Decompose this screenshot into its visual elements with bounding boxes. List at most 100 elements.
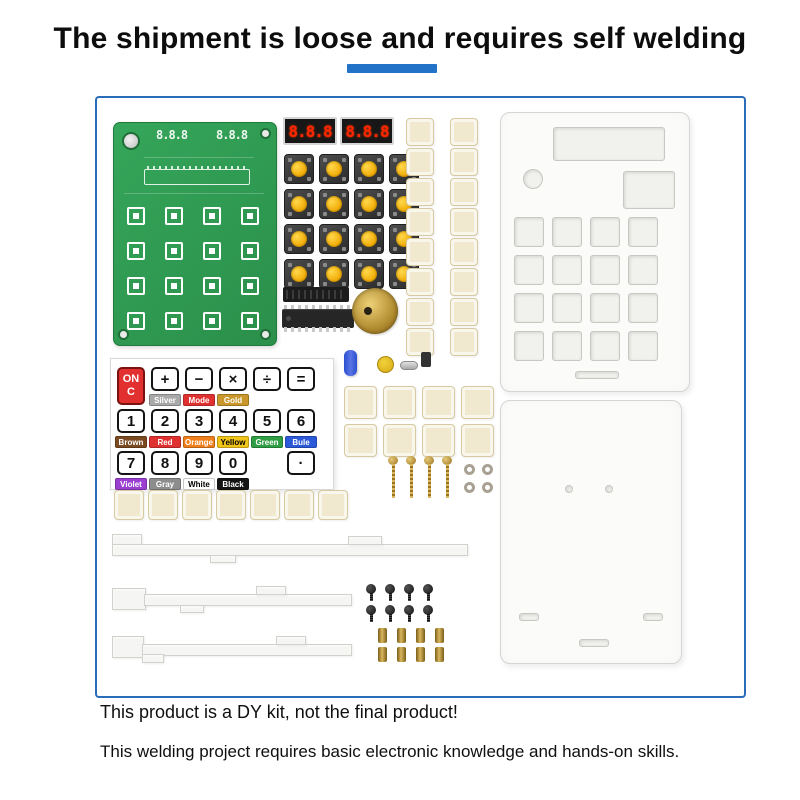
pcb-keypad-pad-grid bbox=[127, 207, 259, 330]
machine-screw-set bbox=[388, 456, 452, 500]
pcb-key-pad bbox=[203, 207, 221, 225]
on-label: ON bbox=[122, 373, 140, 385]
title-underline-bar bbox=[347, 64, 437, 73]
case-slot bbox=[643, 613, 663, 621]
sticker-digit-key: 9 bbox=[185, 451, 213, 475]
pcb-key-pad bbox=[127, 277, 145, 295]
sticker-color-label: White bbox=[183, 478, 215, 490]
plastic-bracket bbox=[112, 588, 146, 610]
keycap bbox=[406, 298, 434, 326]
case-key-hole bbox=[552, 331, 582, 361]
case-key-hole bbox=[590, 331, 620, 361]
case-key-hole bbox=[514, 255, 544, 285]
sticker-operator-key: − bbox=[185, 367, 213, 391]
buzzer bbox=[352, 288, 398, 334]
keycap-set-middle bbox=[344, 386, 494, 457]
case-key-hole bbox=[514, 331, 544, 361]
sticker-color-label: Yellow bbox=[217, 436, 249, 448]
sticker-operator-key: = bbox=[287, 367, 315, 391]
case-key-hole bbox=[552, 255, 582, 285]
c-label: C bbox=[127, 386, 135, 398]
sticker-color-label: Brown bbox=[115, 436, 147, 448]
keypad-hole-grid bbox=[514, 217, 658, 361]
small-black-screw bbox=[385, 584, 395, 601]
sticker-key-on-c: ON C bbox=[117, 367, 145, 405]
tactile-switch-button bbox=[284, 154, 314, 184]
plastic-bracket bbox=[142, 644, 352, 656]
sticker-digit-key: · bbox=[287, 451, 315, 475]
plastic-bracket bbox=[180, 605, 204, 613]
footer-note-2: This welding project requires basic elec… bbox=[100, 742, 680, 761]
pcb-trace bbox=[144, 157, 254, 158]
brass-standoff bbox=[397, 628, 406, 643]
keycap-set-bottom bbox=[114, 490, 348, 520]
sticker-color-label: Bule bbox=[285, 436, 317, 448]
led-display-module-right: 8.8.8 bbox=[340, 117, 394, 145]
brass-standoff bbox=[378, 628, 387, 643]
footer-note-1: This product is a DY kit, not the final … bbox=[100, 702, 458, 722]
keycap bbox=[450, 328, 478, 356]
sticker-digit-key: 0 bbox=[219, 451, 247, 475]
bottom-slot-cutout bbox=[575, 371, 619, 379]
case-slot bbox=[579, 639, 609, 647]
pcb-key-pad bbox=[203, 242, 221, 260]
tactile-switch-button bbox=[319, 189, 349, 219]
brass-standoff bbox=[435, 628, 444, 643]
case-key-hole bbox=[514, 293, 544, 323]
pcb-key-pad bbox=[203, 312, 221, 330]
case-top-shell bbox=[500, 112, 690, 392]
keycap bbox=[284, 490, 314, 520]
case-key-hole bbox=[628, 217, 658, 247]
inductor bbox=[344, 350, 357, 376]
plastic-bracket bbox=[256, 586, 286, 595]
keycap bbox=[344, 424, 377, 457]
keycap bbox=[450, 118, 478, 146]
keycap bbox=[450, 148, 478, 176]
hex-nut bbox=[464, 464, 475, 475]
keycap bbox=[383, 386, 416, 419]
keycap bbox=[406, 208, 434, 236]
pcb-ic-footprint bbox=[144, 166, 250, 185]
hex-nut bbox=[482, 464, 493, 475]
case-key-hole bbox=[628, 293, 658, 323]
case-bottom-shell bbox=[500, 400, 682, 664]
sticker-operator-key: + bbox=[151, 367, 179, 391]
sticker-digit-key: 7 bbox=[117, 451, 145, 475]
small-black-screw bbox=[423, 584, 433, 601]
keycap bbox=[406, 118, 434, 146]
crystal-oscillator bbox=[400, 361, 418, 370]
sticker-digit-key: 2 bbox=[151, 409, 179, 433]
sticker-digit-key: 3 bbox=[185, 409, 213, 433]
case-key-hole bbox=[552, 293, 582, 323]
tactile-switch-button bbox=[284, 189, 314, 219]
hex-nut bbox=[482, 482, 493, 493]
sticker-color-label: Green bbox=[251, 436, 283, 448]
keycap-set-top bbox=[406, 118, 478, 356]
small-black-screw bbox=[423, 605, 433, 622]
keycap bbox=[148, 490, 178, 520]
machine-screw bbox=[406, 456, 416, 500]
pcb-display-silkscreen-left: 8.8.8 bbox=[156, 128, 188, 142]
tactile-switch-button bbox=[319, 259, 349, 289]
ceramic-capacitor bbox=[377, 356, 394, 373]
machine-screw bbox=[388, 456, 398, 500]
sticker-color-label: Silver bbox=[149, 394, 181, 406]
brass-standoff bbox=[378, 647, 387, 662]
pcb-key-pad bbox=[127, 312, 145, 330]
tactile-switch-button bbox=[284, 259, 314, 289]
small-black-screw bbox=[366, 584, 376, 601]
sticker-digit-key: 1 bbox=[117, 409, 145, 433]
led-display-module-left: 8.8.8 bbox=[283, 117, 337, 145]
small-black-screw bbox=[385, 605, 395, 622]
pcb-key-pad bbox=[241, 277, 259, 295]
small-black-screw bbox=[366, 605, 376, 622]
screw-hole bbox=[565, 485, 573, 493]
pcb-key-pad bbox=[165, 207, 183, 225]
keycap bbox=[182, 490, 212, 520]
case-key-hole bbox=[628, 331, 658, 361]
plastic-bracket bbox=[348, 536, 382, 545]
pcb-corner-hole bbox=[260, 329, 271, 340]
keycap bbox=[406, 328, 434, 356]
pcb-display-silkscreen-right: 8.8.8 bbox=[216, 128, 248, 142]
